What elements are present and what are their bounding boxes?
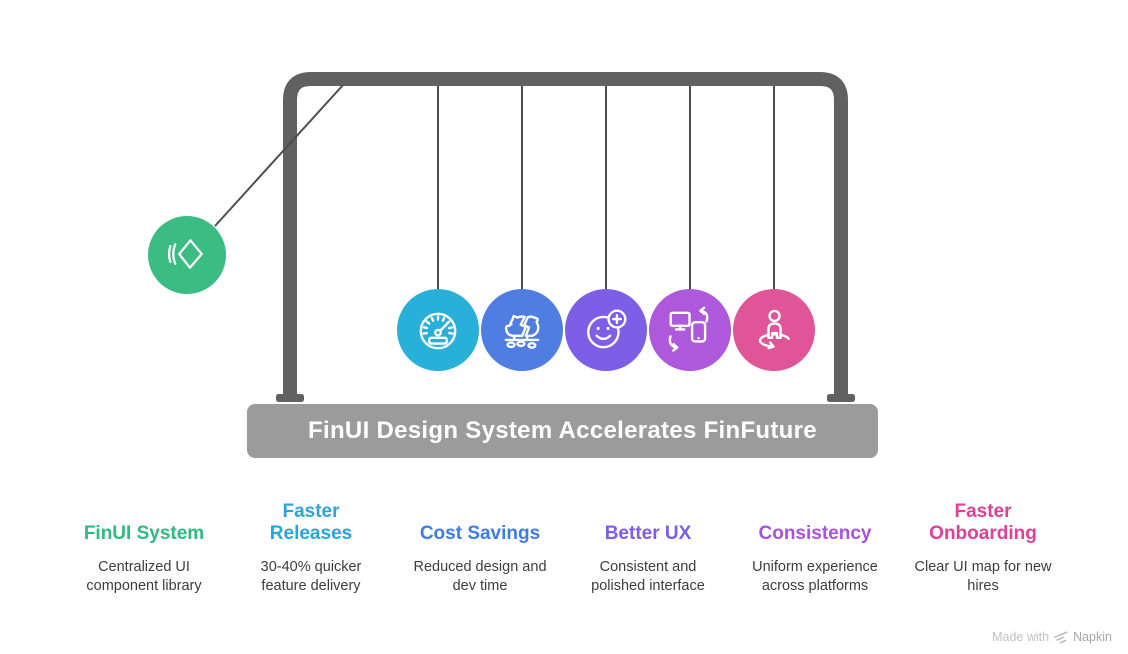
column-cost-savings: Cost Savings Reduced design and dev time xyxy=(385,498,575,595)
made-with-napkin: Made with Napkin xyxy=(992,630,1112,644)
ball-better-ux xyxy=(565,289,647,371)
ball-faster-releases xyxy=(397,289,479,371)
ball-consistency xyxy=(649,289,731,371)
column-title: Faster Onboarding xyxy=(929,501,1037,544)
made-with-label: Made with xyxy=(992,630,1050,644)
ball-cost-savings xyxy=(481,289,563,371)
column-title: FinUI System xyxy=(83,523,205,544)
frame-bar xyxy=(283,72,848,398)
column-consistency: Consistency Uniform experience across pl… xyxy=(720,498,910,595)
string-raised xyxy=(214,84,344,227)
base-bar: FinUI Design System Accelerates FinFutur… xyxy=(247,404,878,458)
speedometer-icon xyxy=(419,312,457,350)
person-orbit-icon xyxy=(758,309,790,350)
column-description: Clear UI map for new hires xyxy=(914,559,1052,594)
right-foot xyxy=(827,394,855,402)
column-title: Cost Savings xyxy=(419,523,541,544)
left-foot xyxy=(276,394,304,402)
column-description: Reduced design and dev time xyxy=(413,559,547,594)
smiley-plus-icon xyxy=(587,309,627,349)
layers-icon xyxy=(167,238,203,269)
ball-finui-system xyxy=(148,216,226,294)
column-description: Uniform experience across platforms xyxy=(752,559,878,594)
napkin-logo-icon xyxy=(1054,630,1068,644)
column-description: 30-40% quicker feature delivery xyxy=(260,559,362,594)
column-better-ux: Better UX Consistent and polished interf… xyxy=(553,498,743,595)
column-faster-onboarding: Faster Onboarding Clear UI map for new h… xyxy=(888,498,1078,595)
column-title: Better UX xyxy=(604,523,692,544)
column-faster-releases: Faster Releases 30-40% quicker feature d… xyxy=(216,498,406,595)
devices-sync-icon xyxy=(668,306,709,352)
column-title: Faster Releases xyxy=(269,501,353,544)
diagram-title: FinUI Design System Accelerates FinFutur… xyxy=(308,417,817,444)
column-description: Centralized UI component library xyxy=(86,559,202,594)
column-title: Consistency xyxy=(758,523,872,544)
piggy-bank-icon xyxy=(504,314,540,349)
column-description: Consistent and polished interface xyxy=(591,559,705,594)
napkin-brand-label: Napkin xyxy=(1073,630,1112,644)
ball-faster-onboarding xyxy=(733,289,815,371)
column-finui-system: FinUI System Centralized UI component li… xyxy=(49,498,239,595)
